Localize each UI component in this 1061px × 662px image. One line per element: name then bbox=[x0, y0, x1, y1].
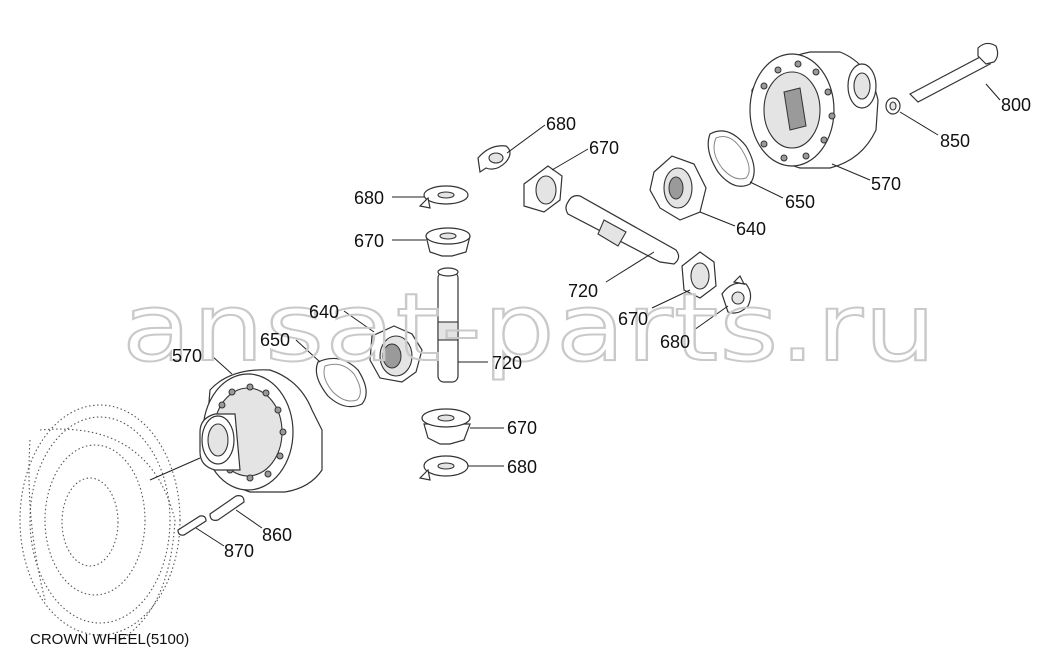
callout-680: 680 bbox=[660, 332, 690, 352]
callout-570: 570 bbox=[871, 174, 901, 194]
callout-720: 720 bbox=[492, 353, 522, 373]
callout-720: 720 bbox=[568, 281, 598, 301]
pinion-gear-right-top bbox=[523, 165, 563, 213]
callout-670: 670 bbox=[589, 138, 619, 158]
washer-left-bottom bbox=[418, 455, 469, 481]
thrust-washer-left bbox=[315, 357, 367, 408]
differential-case-left bbox=[199, 369, 323, 493]
callout-670: 670 bbox=[507, 418, 537, 438]
pin-860 bbox=[209, 495, 245, 521]
washer-right-bottom bbox=[721, 274, 752, 314]
washer-right-top bbox=[477, 145, 511, 174]
callout-850: 850 bbox=[940, 131, 970, 151]
callout-680: 680 bbox=[354, 188, 384, 208]
leader-lines bbox=[149, 83, 1001, 547]
crown-wheel bbox=[19, 404, 181, 641]
callout-670: 670 bbox=[354, 231, 384, 251]
washer-850 bbox=[885, 97, 901, 115]
callout-650: 650 bbox=[785, 192, 815, 212]
spider-shaft-vertical bbox=[437, 267, 459, 383]
bolt-800 bbox=[909, 42, 999, 103]
callout-640: 640 bbox=[736, 219, 766, 239]
differential-case-right bbox=[749, 51, 879, 169]
side-gear-right bbox=[649, 155, 707, 221]
callout-640: 640 bbox=[309, 302, 339, 322]
callout-680: 680 bbox=[507, 457, 537, 477]
callout-800: 800 bbox=[1001, 95, 1031, 115]
watermark-text: ansat-parts.ru bbox=[122, 274, 937, 383]
pinion-gear-left-top bbox=[425, 227, 471, 257]
pinion-gear-right-bottom bbox=[681, 251, 717, 299]
crown-wheel-caption: CROWN WHEEL(5100) bbox=[30, 631, 189, 648]
callout-570: 570 bbox=[172, 346, 202, 366]
callout-670: 670 bbox=[618, 309, 648, 329]
pin-870 bbox=[177, 515, 207, 536]
callout-870: 870 bbox=[224, 541, 254, 561]
washer-left-top bbox=[418, 185, 469, 209]
side-gear-left bbox=[369, 325, 423, 383]
callout-650: 650 bbox=[260, 330, 290, 350]
callout-680: 680 bbox=[546, 114, 576, 134]
thrust-washer-right bbox=[707, 130, 755, 187]
spider-shaft-diagonal bbox=[565, 195, 680, 265]
pinion-gear-left-bottom bbox=[421, 408, 471, 445]
callout-labels: 680 670 680 670 640 650 570 720 670 680 … bbox=[172, 95, 1031, 561]
callout-860: 860 bbox=[262, 525, 292, 545]
